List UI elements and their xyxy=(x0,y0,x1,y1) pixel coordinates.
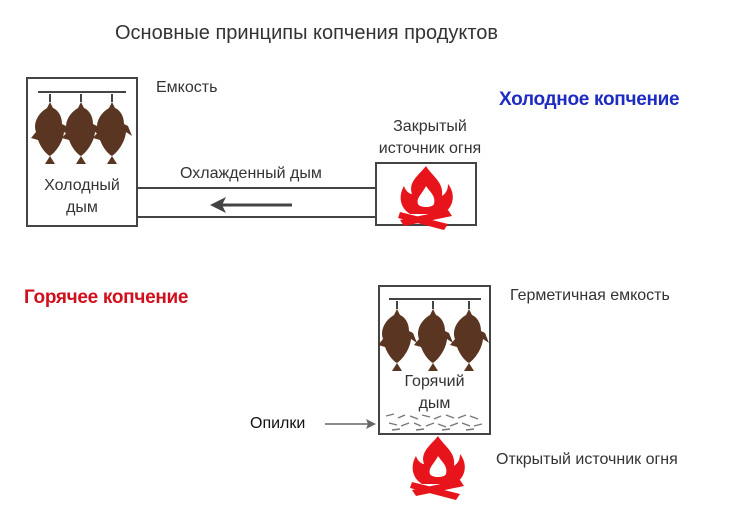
hot-fish-3 xyxy=(449,300,490,372)
cold-fish-1 xyxy=(30,93,71,165)
cold-container xyxy=(26,77,138,227)
page-title: Основные принципы копчения продуктов xyxy=(115,22,499,44)
hot-smoke-label: Горячий дым xyxy=(379,371,490,415)
cold-fish-3 xyxy=(92,93,133,165)
cold-fish-2 xyxy=(61,93,102,165)
cold-smoking-heading: Холодное копчение xyxy=(499,89,680,110)
sawdust xyxy=(385,413,483,431)
hot-container xyxy=(378,285,491,435)
cold-container-label: Емкость xyxy=(156,79,218,96)
open-fire-icon xyxy=(410,436,465,500)
closed-fire-label-line2: источник огня xyxy=(378,140,482,157)
cold-smoke-label-line1: Холодный xyxy=(44,177,120,194)
closed-fire-label: Закрытый источник огня xyxy=(362,116,498,160)
cooled-smoke-label: Охлажденный дым xyxy=(180,165,322,182)
cold-smoke-label: Холодный дым xyxy=(27,175,137,219)
cold-smoke-label-line2: дым xyxy=(66,199,98,216)
closed-fire-label-line1: Закрытый xyxy=(393,118,467,135)
cold-fire-icon xyxy=(398,166,453,230)
hot-smoke-label-line1: Горячий xyxy=(404,373,465,390)
hot-smoking-heading: Горячее копчение xyxy=(24,287,189,308)
hot-container-label: Герметичная емкость xyxy=(510,287,670,304)
hot-smoke-label-line2: дым xyxy=(418,395,451,412)
hot-fish-1 xyxy=(377,300,418,372)
sawdust-label: Опилки xyxy=(250,415,306,432)
hot-fish-2 xyxy=(413,300,454,372)
open-fire-label: Открытый источник огня xyxy=(496,451,678,468)
